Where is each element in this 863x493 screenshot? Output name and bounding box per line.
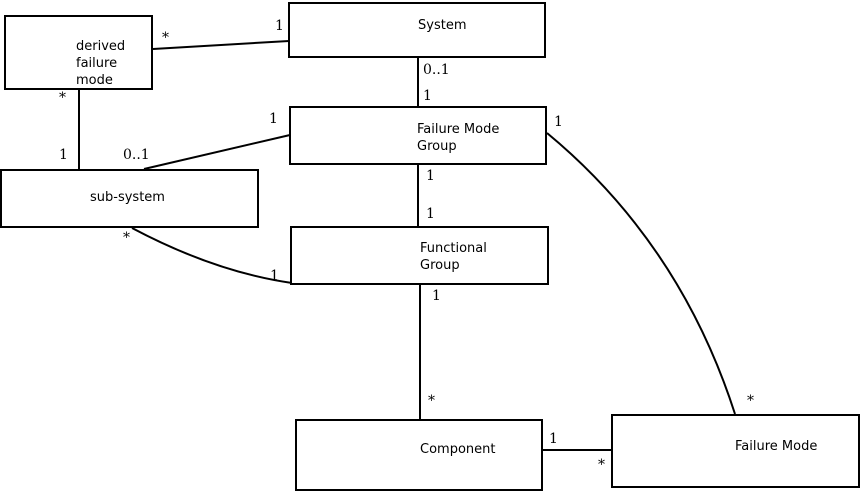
entity-system: System — [288, 2, 546, 58]
multiplicity-dfm-system-at-system: 1 — [275, 18, 284, 34]
entity-failure-mode-group: Failure Mode Group — [289, 106, 547, 165]
entity-label-line: Failure Mode — [417, 122, 500, 137]
multiplicity-fmg-fg-at-fmg: 1 — [426, 168, 435, 184]
entity-label-line: sub-system — [90, 190, 165, 205]
multiplicity-fmg-subsystem-at-fmg: 1 — [269, 111, 278, 127]
entity-component: Component — [295, 419, 543, 491]
entity-label-line: Functional — [420, 241, 487, 256]
multiplicity-system-fmg-at-fmg: 1 — [423, 88, 432, 104]
multiplicity-dfm-subsystem-at-dfm: * — [59, 90, 66, 106]
entity-sub-system: sub-system — [0, 169, 259, 228]
entity-label-line: mode — [76, 73, 113, 88]
multiplicity-fmg-subsystem-at-subsystem: 0..1 — [123, 147, 150, 163]
connector-failure-mode-group-sub-system — [143, 134, 291, 170]
entity-failure-mode: Failure Mode — [611, 414, 860, 488]
entity-label-line: Group — [420, 258, 460, 273]
entity-label-line: failure — [76, 56, 118, 71]
multiplicity-system-fmg-at-system: 0..1 — [423, 62, 450, 78]
multiplicity-fg-component-at-component: * — [428, 393, 435, 409]
multiplicity-fg-component-at-fg: 1 — [432, 288, 441, 304]
connector-sub-system-functional-group — [131, 227, 293, 284]
entity-functional-group: Functional Group — [290, 226, 549, 285]
connector-derived-failure-mode-system — [152, 40, 290, 50]
multiplicity-fmg-fg-at-fg: 1 — [426, 206, 435, 222]
entity-derived-failure-mode: derived failure mode — [4, 15, 153, 90]
entity-label-line: System — [418, 18, 467, 33]
multiplicity-dfm-system-at-dfm: * — [162, 30, 169, 46]
multiplicity-subsystem-fg-at-subsystem: * — [123, 230, 130, 246]
multiplicity-dfm-subsystem-at-subsystem: 1 — [59, 147, 68, 163]
entity-label-line: Failure Mode — [735, 439, 818, 454]
multiplicity-fmg-fm-at-fmg: 1 — [554, 114, 563, 130]
multiplicity-component-fm-at-component: 1 — [549, 431, 558, 447]
connector-failure-mode-group-failure-mode — [546, 132, 736, 415]
entity-label-line: Group — [417, 139, 457, 154]
entity-label-line: derived — [76, 39, 126, 54]
multiplicity-subsystem-fg-at-fg: 1 — [270, 268, 279, 284]
multiplicity-component-fm-at-fm: * — [598, 457, 605, 473]
entity-label-line: Component — [420, 442, 496, 457]
multiplicity-fmg-fm-at-fm: * — [747, 393, 754, 409]
